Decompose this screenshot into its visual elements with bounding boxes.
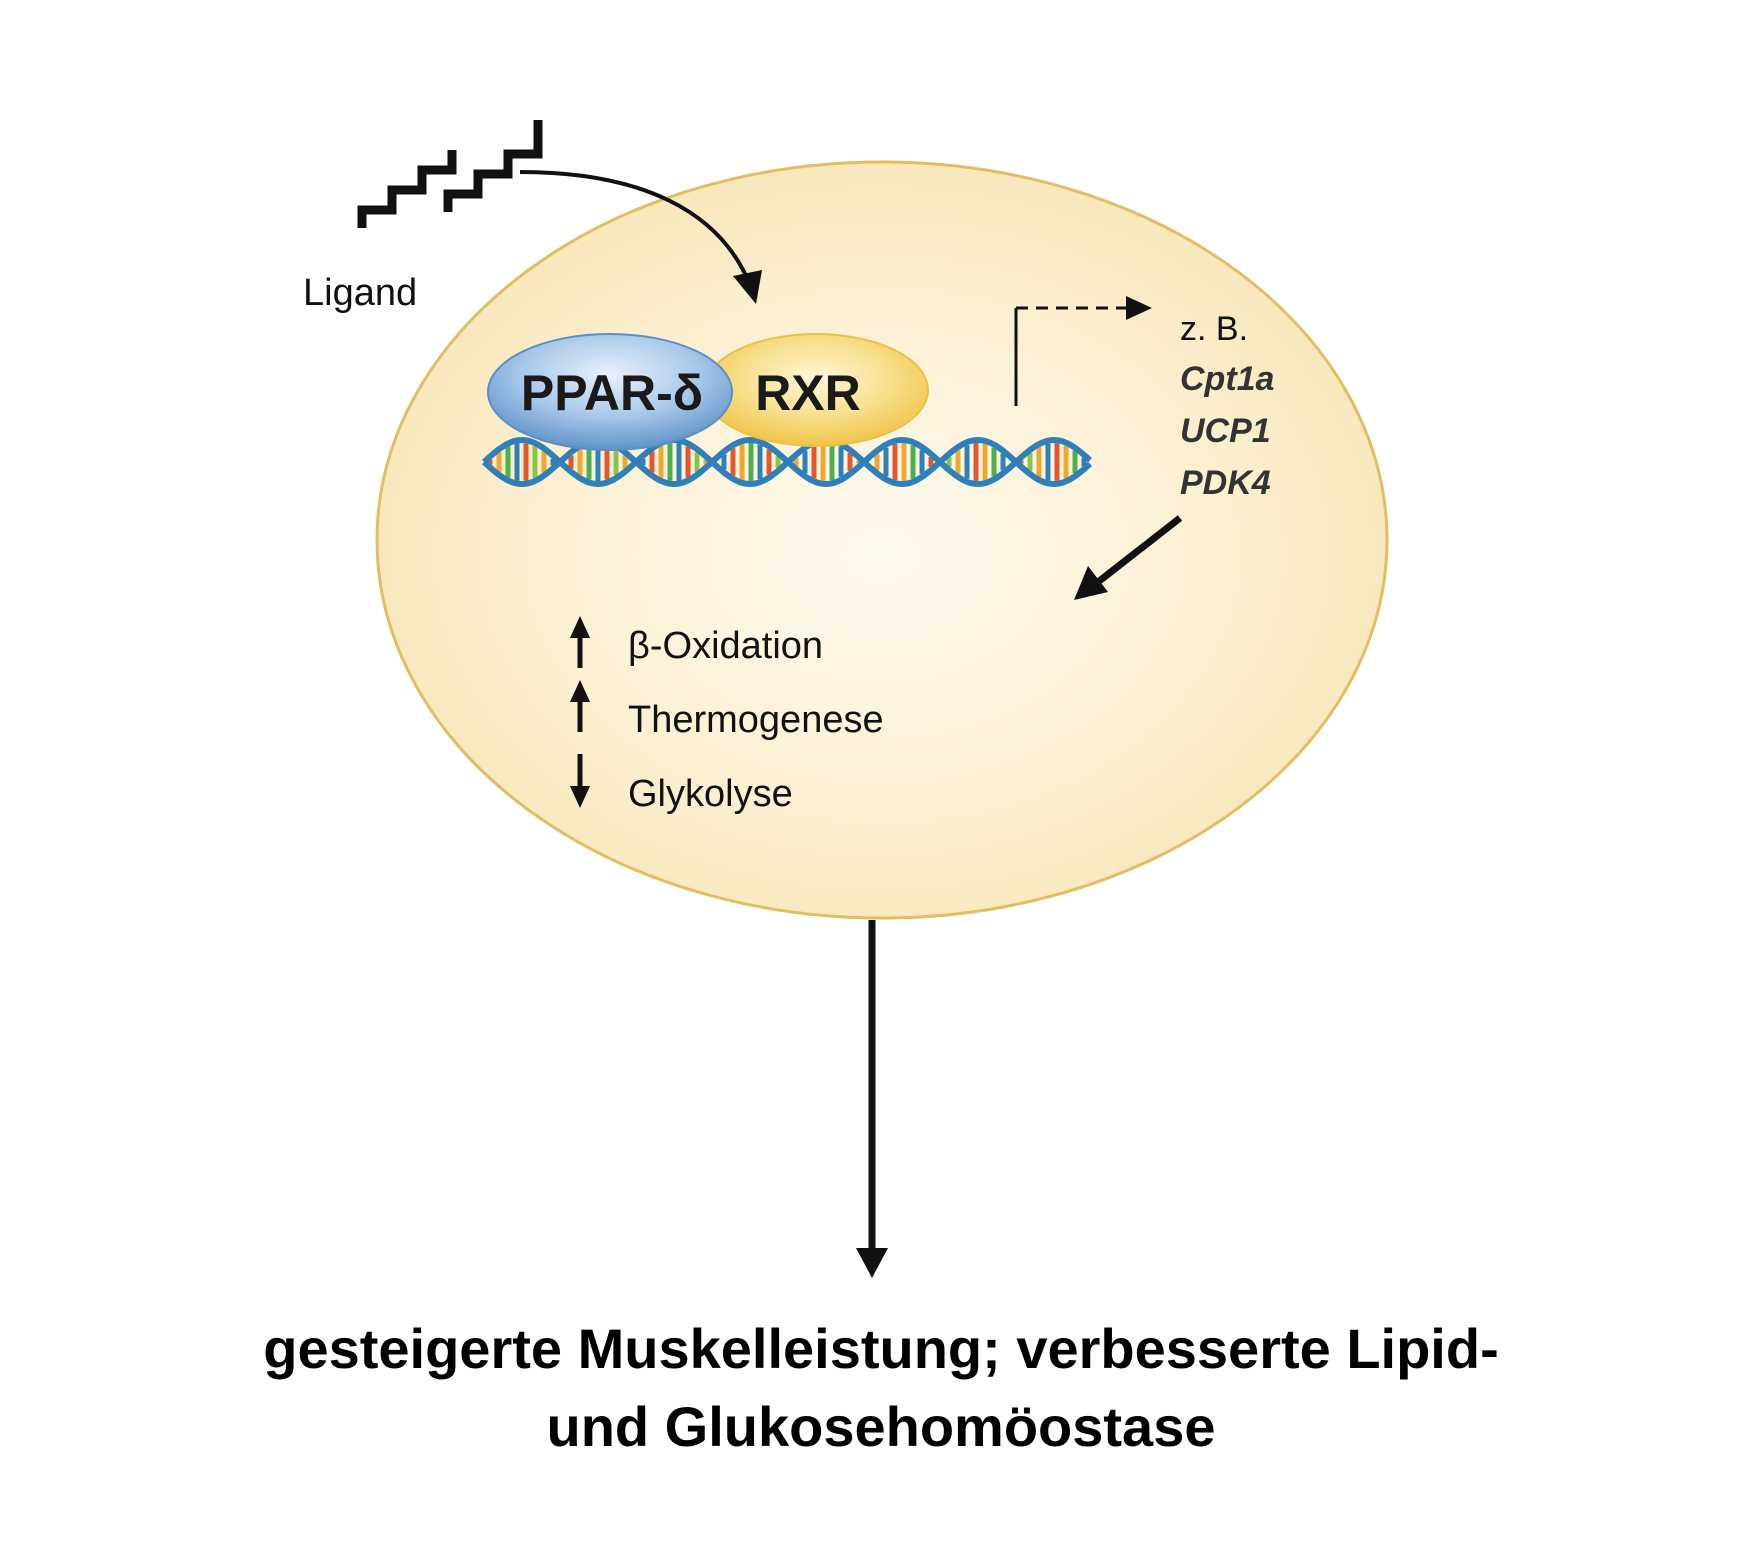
cell-ellipse bbox=[375, 160, 1389, 920]
ppar-delta-ellipse bbox=[487, 333, 733, 451]
ligand-arrowhead bbox=[733, 270, 762, 304]
outcome-arrowhead bbox=[856, 1248, 888, 1278]
effect-up-arrow-1 bbox=[570, 616, 590, 668]
effect-thermogenese: Thermogenese bbox=[628, 699, 884, 741]
gene-effect-arrow bbox=[1095, 515, 1183, 585]
ligand-icon bbox=[357, 120, 543, 228]
transcription-arrowhead bbox=[1126, 296, 1152, 320]
gene-cpt1a: Cpt1a bbox=[1180, 360, 1274, 398]
effect-down-arrow-3 bbox=[570, 754, 590, 808]
ligand-label: Ligand bbox=[303, 272, 417, 314]
outcome-text: gesteigerte Muskelleistung; verbesserte … bbox=[40, 1310, 1722, 1466]
effect-up-arrow-2 bbox=[570, 680, 590, 732]
dna-helix bbox=[481, 436, 1093, 488]
ligand-binding-arrow bbox=[519, 170, 752, 286]
ppar-delta-label: PPAR-δ bbox=[521, 365, 703, 421]
dna-strand-b bbox=[481, 436, 1093, 488]
gene-effect-arrowhead bbox=[1074, 566, 1108, 600]
target-genes-prefix: z. B. bbox=[1180, 310, 1248, 348]
effect-glykolyse: Glykolyse bbox=[628, 773, 793, 815]
outcome-line-2: und Glukosehomöostase bbox=[546, 1395, 1216, 1458]
gene-pdk4: PDK4 bbox=[1180, 464, 1271, 502]
effect-beta-oxidation: β-Oxidation bbox=[628, 625, 823, 667]
rxr-label: RXR bbox=[755, 365, 861, 421]
outcome-line-1: gesteigerte Muskelleistung; verbesserte … bbox=[263, 1317, 1499, 1380]
gene-ucp1: UCP1 bbox=[1180, 412, 1271, 450]
